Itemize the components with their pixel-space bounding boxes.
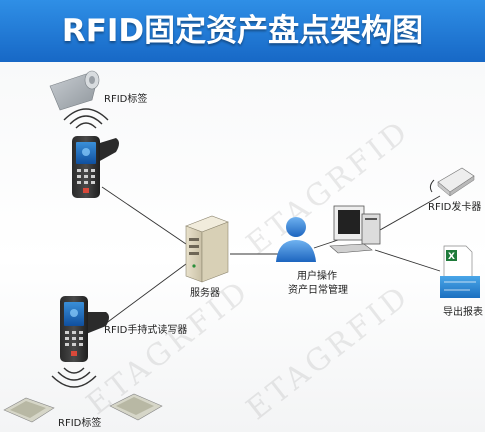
diagram-title: RFID固定资产盘点架构图: [61, 13, 424, 49]
label-handheld-reader: RFID手持式读写器: [104, 325, 188, 336]
wireless-signal-icon: [63, 108, 109, 129]
rfid-tag-icon: [3, 397, 55, 423]
connection-lines: [100, 186, 441, 328]
server-icon: [185, 215, 229, 283]
link-reader-bottom-server: [100, 263, 187, 328]
label-server: 服务器: [190, 288, 220, 299]
link-reader-top-server: [101, 186, 187, 245]
title-banner: RFID固定资产盘点架构图: [0, 0, 485, 62]
handheld-reader-icon: [60, 296, 109, 362]
link-computer-issuer: [379, 195, 441, 231]
rfid-tag-roll-icon: [49, 70, 100, 111]
label-rfid-tag-bottom: RFID标签: [58, 418, 102, 429]
link-computer-report: [374, 249, 441, 272]
label-export-report: 导出报表: [443, 307, 483, 318]
excel-report-icon: X: [440, 245, 480, 298]
user-icon: [276, 217, 316, 262]
svg-text:X: X: [448, 252, 455, 262]
link-user-computer: [313, 239, 339, 249]
label-card-issuer: RFID发卡器: [428, 202, 482, 213]
card-issuer-icon: [429, 167, 475, 197]
wireless-signal-icon: [51, 367, 97, 388]
computer-icon: [329, 205, 381, 254]
label-user-operation: 用户操作: [297, 271, 337, 282]
label-asset-management: 资产日常管理: [288, 285, 348, 296]
label-rfid-tag-top: RFID标签: [104, 94, 148, 105]
handheld-reader-icon: [72, 136, 119, 198]
rfid-tag-icon: [109, 393, 163, 421]
